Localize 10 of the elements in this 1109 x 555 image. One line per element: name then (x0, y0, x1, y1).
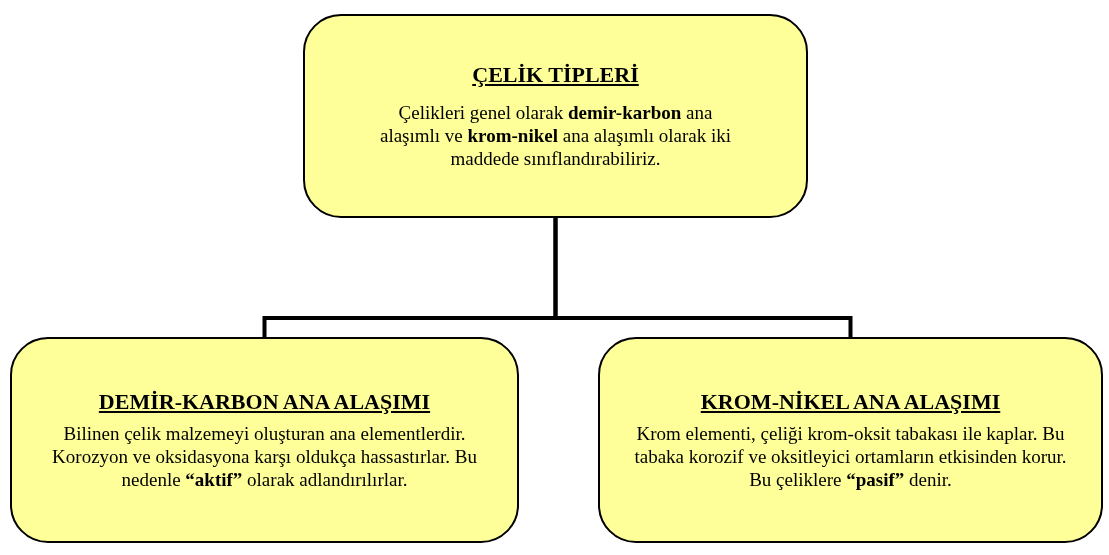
rounded-box (303, 14, 808, 218)
box-text: Bilinen çelik malzemeyi oluşturan ana elementlerdir. Korozyon ve oksidasyona karşı oldukça hassastırlar. Bu nedenle “aktif” olarak adlandırılırlar. (51, 423, 478, 492)
box-heading: ÇELİK TİPLERİ (472, 61, 639, 88)
box-heading: DEMİR-KARBON ANA ALAŞIMI (98, 388, 431, 415)
rounded-box (598, 337, 1103, 543)
rounded-box (10, 337, 519, 543)
box-text: Krom elementi, çeliği krom-oksit tabakası ile kaplar. Bu tabaka korozif ve oksitleyici ortamların etkisinden korur. Bu çeliklere “pasif” denir. (633, 423, 1068, 492)
connector-line (553, 218, 853, 337)
box-heading: KROM-NİKEL ANA ALAŞIMI (700, 388, 1001, 415)
box-text: Çelikleri genel olarak demir-karbon ana alaşımlı ve krom-nikel ana alaşımlı olarak iki maddede sınıflandırabiliriz. (378, 102, 733, 171)
